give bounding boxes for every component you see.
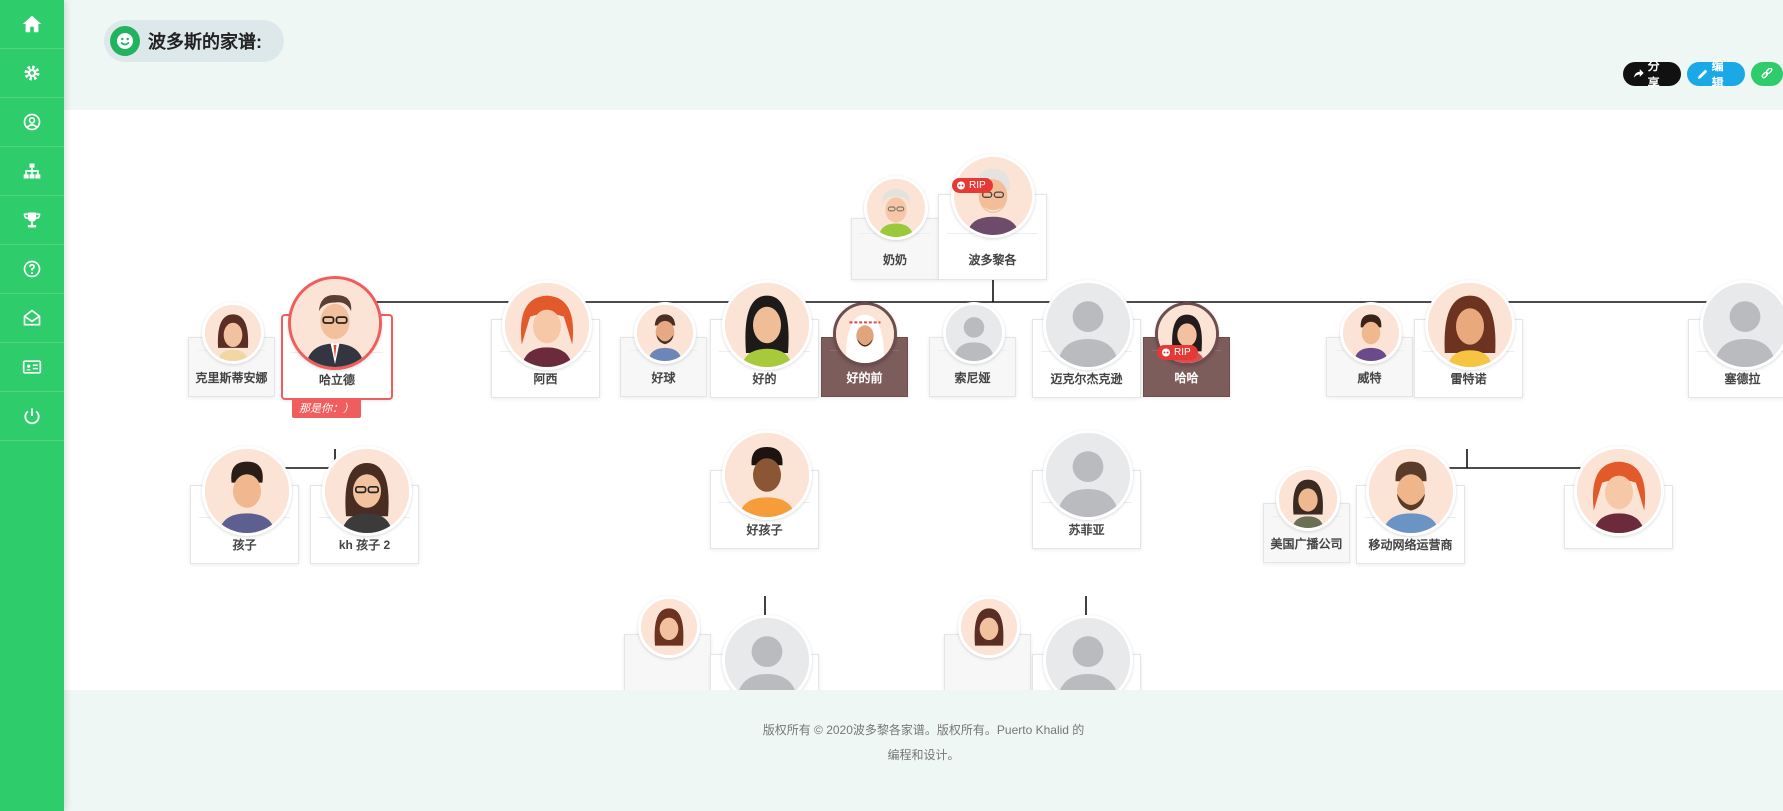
person-name: 好孩子	[746, 523, 783, 537]
footer-credit: 编程和设计。	[887, 748, 960, 762]
link-icon	[1761, 68, 1773, 79]
pencil-icon	[1697, 69, 1708, 79]
page-title-pill: 波多斯的家谱:	[104, 20, 284, 62]
page-title: 波多斯的家谱:	[148, 32, 262, 52]
share-label: 分享	[1647, 59, 1660, 90]
avatar-goodkid[interactable]	[722, 430, 812, 520]
person-name: 美国广播公司	[1270, 537, 1343, 551]
sidebar-item-tree[interactable]	[0, 147, 64, 196]
person-name: 波多黎各	[968, 253, 1017, 267]
person-name: 克里斯蒂安娜	[195, 371, 268, 385]
avatar-mobile[interactable]	[1366, 446, 1456, 536]
avatar-grandma[interactable]	[864, 176, 928, 240]
avatar-haoqiu[interactable]	[634, 302, 696, 364]
person-name: 索尼娅	[954, 371, 991, 385]
person-name: 孩子	[232, 538, 257, 552]
person-name: 移动网络运营商	[1368, 538, 1453, 552]
sidebar-item-messages[interactable]	[0, 294, 64, 343]
home-icon	[22, 15, 42, 33]
avatar-harold[interactable]	[288, 276, 382, 370]
avatar-gen4-spouse-a[interactable]	[638, 596, 700, 658]
family-tree: 奶奶 波多黎各 RIP 克里斯蒂安娜 哈立德 那是你：） 阿西 好	[64, 110, 1783, 690]
avatar-unnamed[interactable]	[1574, 446, 1664, 536]
avatar-gen4-b[interactable]	[1043, 615, 1133, 690]
person-name: 迈克尔杰克逊	[1050, 372, 1123, 386]
sitemap-icon	[23, 163, 41, 179]
avatar-michael[interactable]	[1043, 280, 1133, 370]
person-name: kh 孩子 2	[338, 538, 391, 552]
avatar-axi[interactable]	[502, 280, 592, 370]
sidebar-item-profile[interactable]	[0, 98, 64, 147]
avatar-haha[interactable]	[1155, 302, 1219, 366]
avatar-saidela[interactable]	[1700, 280, 1783, 370]
avatar-christina[interactable]	[202, 302, 264, 364]
sidebar	[0, 0, 64, 811]
avatar-gen4-a[interactable]	[722, 615, 812, 690]
sidebar-item-achievements[interactable]	[0, 196, 64, 245]
avatar-wite[interactable]	[1340, 302, 1402, 364]
skull-icon	[957, 181, 965, 189]
person-name: 好球	[651, 371, 676, 385]
avatar-gen4-spouse-b[interactable]	[958, 596, 1020, 658]
rip-badge: RIP	[1157, 345, 1198, 360]
sidebar-item-settings[interactable]	[0, 49, 64, 98]
person-name: 好的	[752, 372, 777, 386]
link-button[interactable]	[1751, 62, 1783, 86]
avatar-sophia[interactable]	[1043, 430, 1133, 520]
avatar-leitenuo[interactable]	[1425, 280, 1515, 370]
footer-copyright: 版权所有 © 2020波多黎各家谱。版权所有。Puerto Khalid 的	[762, 723, 1085, 737]
trophy-icon	[23, 212, 41, 228]
you-badge: 那是你：）	[292, 398, 361, 418]
person-name: 奶奶	[882, 253, 907, 267]
person-name: 哈哈	[1174, 371, 1199, 385]
avatar-haodeqian[interactable]	[833, 302, 897, 366]
avatar-kid2[interactable]	[322, 446, 412, 536]
person-name: 苏菲亚	[1068, 523, 1105, 537]
person-name: 阿西	[533, 372, 558, 386]
sidebar-item-logout[interactable]	[0, 392, 64, 441]
rip-badge: RIP	[952, 178, 993, 193]
avatar-kid1[interactable]	[202, 446, 292, 536]
smile-icon	[110, 26, 140, 56]
sidebar-item-help[interactable]	[0, 245, 64, 294]
rip-label: RIP	[1174, 347, 1191, 358]
avatar-haode[interactable]	[722, 280, 812, 370]
footer: 版权所有 © 2020波多黎各家谱。版权所有。Puerto Khalid 的 编…	[64, 718, 1783, 768]
person-name: 哈立德	[318, 373, 355, 387]
sidebar-item-card[interactable]	[0, 343, 64, 392]
envelope-open-icon	[23, 309, 41, 326]
user-circle-icon	[23, 113, 41, 131]
sidebar-item-home[interactable]	[0, 0, 64, 49]
id-card-icon	[22, 360, 42, 374]
share-icon	[1633, 69, 1644, 78]
avatar-grandpa[interactable]	[951, 154, 1035, 238]
person-name: 好的前	[846, 371, 883, 385]
avatar-sonia[interactable]	[943, 302, 1005, 364]
person-name: 威特	[1357, 371, 1382, 385]
avatar-abc[interactable]	[1276, 467, 1340, 531]
power-icon	[24, 408, 40, 425]
gear-icon	[24, 65, 40, 81]
person-name: 雷特诺	[1450, 372, 1487, 386]
edit-label: 编辑	[1711, 59, 1724, 90]
rip-label: RIP	[969, 180, 986, 191]
skull-icon	[1162, 348, 1170, 356]
person-name: 塞德拉	[1724, 372, 1761, 386]
share-button[interactable]: 分享	[1623, 59, 1681, 90]
toolbar: 分享 编辑	[1623, 59, 1783, 90]
edit-button[interactable]: 编辑	[1687, 59, 1745, 90]
question-icon	[23, 260, 41, 278]
